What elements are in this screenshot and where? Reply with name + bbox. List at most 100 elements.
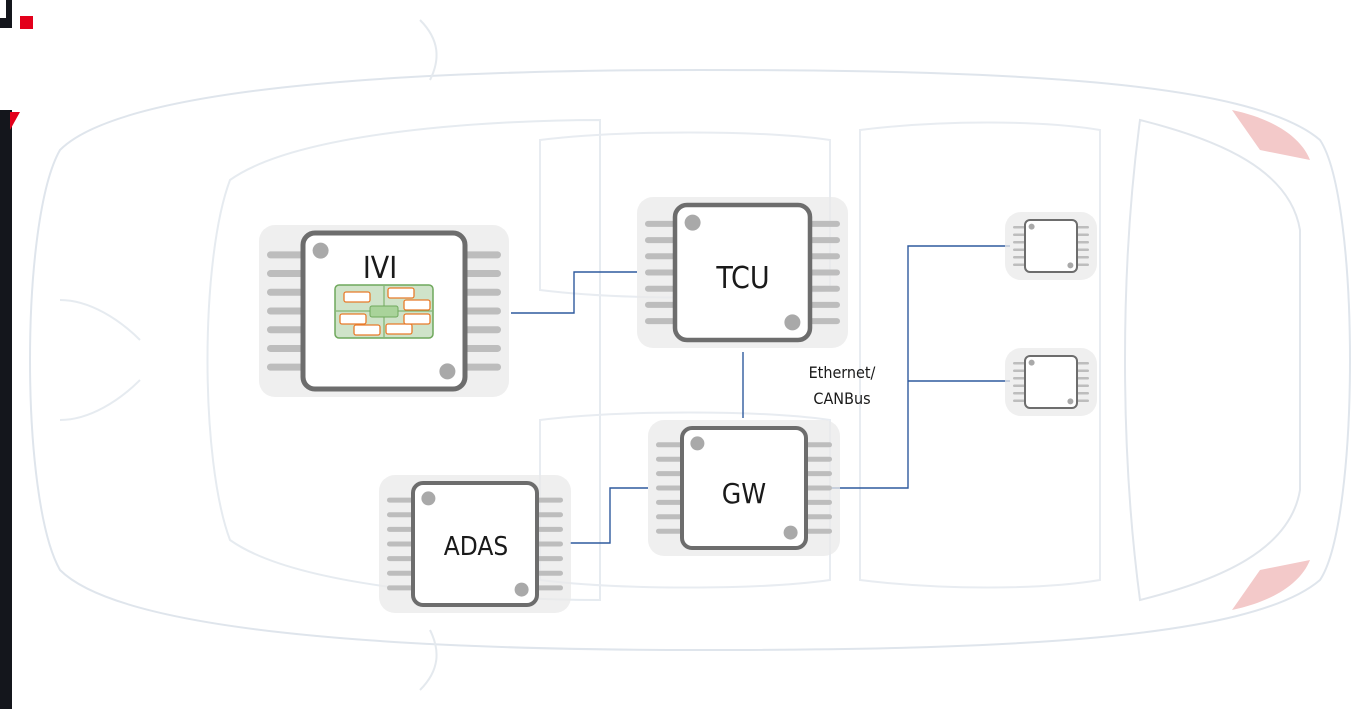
network-label-line1: Ethernet/ <box>809 363 876 382</box>
gw-ecu-chip-body <box>680 426 808 550</box>
left-edge-notch <box>0 0 6 18</box>
accent-square-top <box>20 16 33 29</box>
chip-pin <box>461 288 501 296</box>
chip-pin <box>806 269 840 276</box>
adas-ecu-chip-body <box>411 481 539 607</box>
chip-pin <box>806 318 840 325</box>
bus-lines <box>511 245 1010 544</box>
chip-pin <box>656 485 686 491</box>
corner-marker-dot <box>514 582 529 597</box>
tcu-ecu-chip-body <box>672 202 813 343</box>
pin1-marker-dot <box>1028 223 1035 230</box>
chip-pin <box>533 526 563 532</box>
chip-pin <box>461 251 501 259</box>
chip-pin <box>806 301 840 308</box>
corner-marker-dot <box>1067 262 1074 269</box>
chip-pin <box>387 512 417 518</box>
left-edge-gap <box>0 28 12 110</box>
gw-chip-top-link <box>806 245 1010 489</box>
board-component <box>343 291 371 303</box>
chip-pin <box>267 288 307 296</box>
microchip-icon-top-body <box>1024 219 1078 273</box>
chip-pin <box>267 326 307 334</box>
board-component <box>403 313 431 325</box>
ivi-tcu-link <box>511 271 637 314</box>
chip-pin <box>387 497 417 503</box>
board-component <box>385 323 413 335</box>
accent-wedge <box>10 112 20 130</box>
pin1-marker-dot <box>1028 359 1035 366</box>
chip-pin <box>802 471 832 477</box>
car-top-view-icon <box>29 19 1351 691</box>
gw-ecu-chip: GW <box>648 420 840 556</box>
chip-pin <box>645 318 679 325</box>
corner-marker-dot <box>1067 398 1074 405</box>
chip-pin <box>461 363 501 371</box>
microchip-icon-top <box>1005 212 1097 280</box>
chip-pin <box>267 307 307 315</box>
chip-pin <box>387 570 417 576</box>
chip-pin <box>802 442 832 448</box>
chip-pin <box>645 220 679 227</box>
chip-pin <box>387 585 417 591</box>
circuit-board-icon <box>334 284 434 339</box>
pin1-marker-dot <box>684 214 701 231</box>
adas-ecu-chip-label: ADAS <box>444 532 508 562</box>
chip-pin <box>461 270 501 278</box>
left-edge-bar <box>0 0 12 709</box>
chip-pin <box>645 269 679 276</box>
chip-pin <box>267 270 307 278</box>
microchip-icon-bottom <box>1005 348 1097 416</box>
chip-pin <box>387 541 417 547</box>
chip-pin <box>656 499 686 505</box>
chip-pin <box>533 541 563 547</box>
chip-pin <box>656 528 686 534</box>
chip-pin <box>461 344 501 352</box>
corner-marker-dot <box>439 363 456 380</box>
chip-pin <box>645 285 679 292</box>
chip-pin <box>461 326 501 334</box>
ivi-ecu-chip-label: IVI <box>363 251 397 286</box>
adas-ecu-chip: ADAS <box>379 475 571 613</box>
board-processor <box>369 305 399 318</box>
board-component <box>339 313 367 325</box>
tcu-ecu-chip: TCU <box>637 197 848 348</box>
corner-marker-dot <box>783 525 798 540</box>
corner-marker-dot <box>784 314 801 331</box>
chip-pin <box>645 253 679 260</box>
tail-light-top <box>1232 110 1310 160</box>
pin1-marker-dot <box>421 491 436 506</box>
network-label-line2: CANBus <box>813 389 870 408</box>
tail-light-bottom <box>1232 560 1310 610</box>
chip-pin <box>806 220 840 227</box>
chip-pin <box>533 585 563 591</box>
gw-ecu-chip-label: GW <box>722 477 767 510</box>
chip-pin <box>806 237 840 244</box>
chip-pin <box>806 253 840 260</box>
chip-pin <box>267 363 307 371</box>
chip-pin <box>645 301 679 308</box>
chip-pin <box>387 526 417 532</box>
chip-pin <box>802 528 832 534</box>
chip-pin <box>802 499 832 505</box>
chip-pin <box>802 456 832 462</box>
tcu-ecu-chip-label: TCU <box>715 261 769 296</box>
chip-pin <box>656 514 686 520</box>
chip-pin <box>533 512 563 518</box>
chip-pin <box>645 237 679 244</box>
chip-pin <box>387 556 417 562</box>
board-component <box>353 324 381 336</box>
ivi-ecu-chip: IVI <box>259 225 509 397</box>
pin1-marker-dot <box>690 436 705 451</box>
chip-pin <box>267 251 307 259</box>
adas-gw-link <box>570 487 648 544</box>
board-component <box>403 299 431 311</box>
chip-pin <box>802 485 832 491</box>
pin1-marker-dot <box>312 242 329 259</box>
chips-layer: IVI TCU GW ADAS <box>259 197 1097 613</box>
microchip-icon-bottom-body <box>1024 355 1078 409</box>
chip-pin <box>656 456 686 462</box>
board-component <box>387 287 415 299</box>
